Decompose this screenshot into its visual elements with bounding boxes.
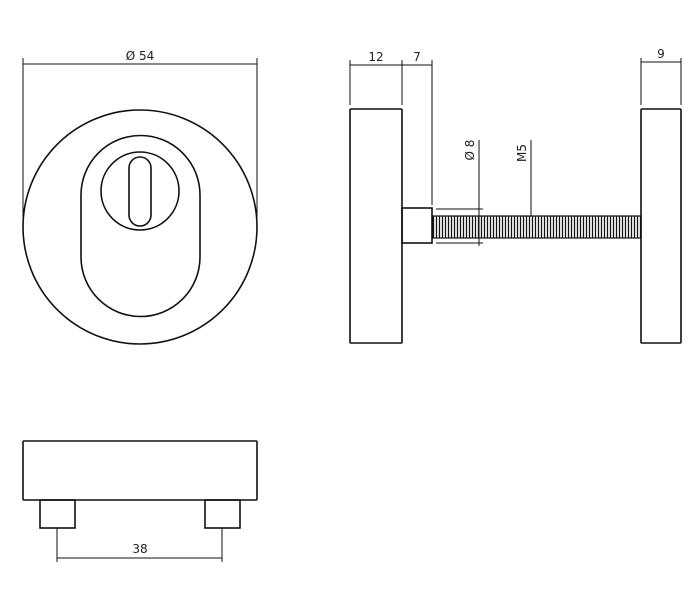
front-view: Ø 54 — [22, 49, 258, 345]
label-plate-thickness: 12 — [368, 50, 383, 64]
cylinder-cutout — [80, 134, 201, 318]
label-pin-spacing: 38 — [132, 542, 147, 556]
pin-right — [204, 499, 241, 529]
label-spacer-length: 7 — [413, 50, 421, 64]
label-thread: M5 — [515, 144, 529, 162]
side-view: 12 7 9 Ø 8 M5 — [349, 47, 682, 344]
label-front-diameter: Ø 54 — [126, 49, 155, 63]
front-plate — [349, 108, 403, 344]
rosette-outline — [22, 109, 258, 345]
pin-left — [39, 499, 76, 529]
spacer — [401, 207, 433, 244]
cylinder-plug — [100, 151, 180, 231]
bottom-view: 38 — [22, 440, 258, 562]
back-plate — [640, 108, 682, 344]
label-spacer-diameter: Ø 8 — [463, 140, 477, 161]
rosette-profile — [22, 440, 258, 501]
threaded-rod — [432, 215, 642, 239]
key-slot — [128, 156, 152, 227]
label-back-plate-thickness: 9 — [657, 47, 665, 61]
